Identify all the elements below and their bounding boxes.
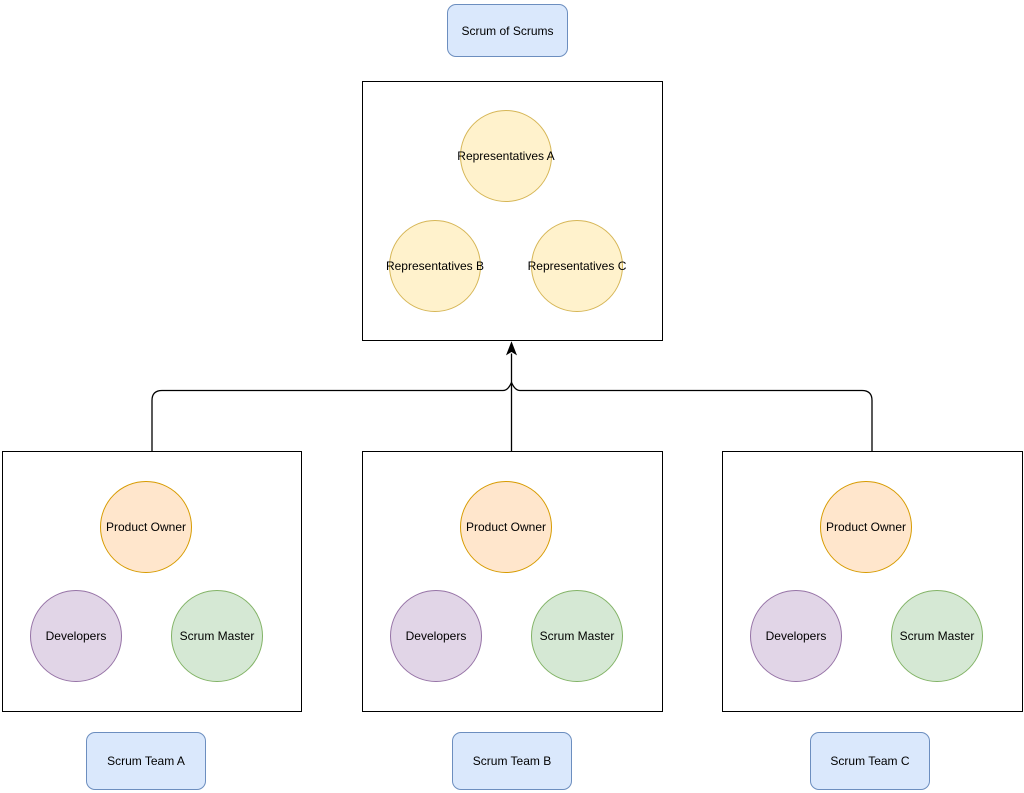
node-representatives-a: Representatives A	[457, 110, 555, 202]
node-scrum-master-c: Scrum Master	[891, 590, 983, 682]
scrum-master-b-label: Scrum Master	[539, 628, 615, 643]
node-representatives-c: Representatives C	[528, 220, 626, 312]
node-scrum-team-c: Scrum Team C	[810, 732, 930, 790]
node-representatives-b: Representatives B	[386, 220, 484, 312]
product-owner-a-label: Product Owner	[105, 519, 187, 534]
node-product-owner-b: Product Owner	[460, 481, 552, 573]
node-scrum-team-b: Scrum Team B	[452, 732, 572, 790]
developers-c-label: Developers	[765, 628, 827, 643]
scrum-of-scrums-label: Scrum of Scrums	[461, 23, 554, 38]
node-scrum-team-a: Scrum Team A	[86, 732, 206, 790]
arrow-up-icon	[505, 341, 518, 356]
node-scrum-of-scrums: Scrum of Scrums	[447, 4, 568, 57]
node-scrum-master-b: Scrum Master	[531, 590, 623, 682]
representatives-a-label: Representatives A	[457, 148, 555, 163]
developers-b-label: Developers	[405, 628, 467, 643]
node-developers-a: Developers	[30, 590, 122, 682]
scrum-team-c-label: Scrum Team C	[830, 754, 910, 768]
node-product-owner-a: Product Owner	[100, 481, 192, 573]
scrum-master-a-label: Scrum Master	[179, 628, 255, 643]
representatives-c-label: Representatives C	[527, 258, 627, 273]
node-developers-b: Developers	[390, 590, 482, 682]
scrum-team-b-label: Scrum Team B	[472, 754, 552, 768]
node-developers-c: Developers	[750, 590, 842, 682]
representatives-b-label: Representatives B	[385, 258, 485, 273]
node-product-owner-c: Product Owner	[820, 481, 912, 573]
product-owner-b-label: Product Owner	[465, 519, 547, 534]
scrum-team-a-label: Scrum Team A	[107, 754, 185, 768]
node-scrum-master-a: Scrum Master	[171, 590, 263, 682]
developers-a-label: Developers	[45, 628, 107, 643]
product-owner-c-label: Product Owner	[825, 519, 907, 534]
scrum-master-c-label: Scrum Master	[899, 628, 975, 643]
